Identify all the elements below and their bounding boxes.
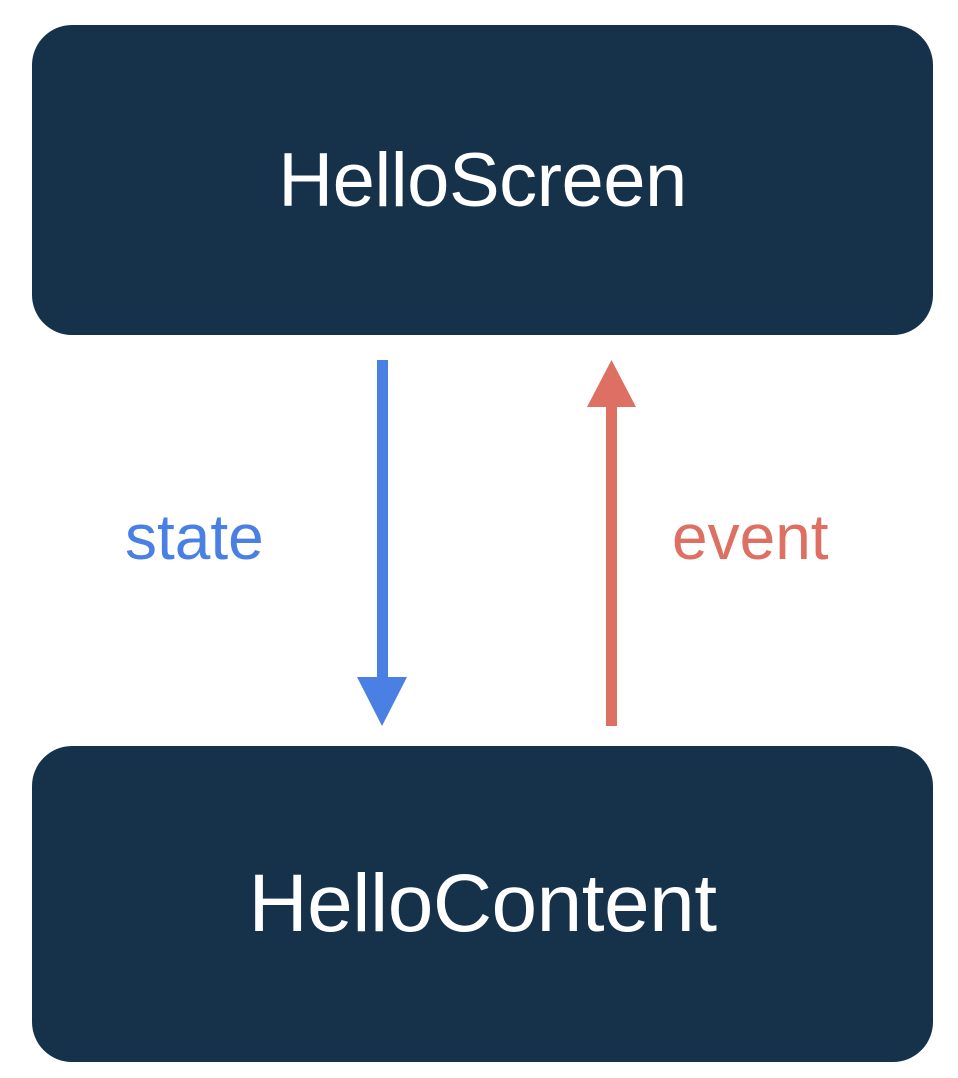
- node-hello-screen[interactable]: HelloScreen: [32, 25, 933, 335]
- node-hello-content[interactable]: HelloContent: [32, 746, 933, 1062]
- arrow-down-icon: [357, 360, 407, 726]
- edge-label-event: event: [672, 501, 829, 573]
- node-hello-content-label: HelloContent: [248, 858, 717, 949]
- edge-label-state: state: [125, 501, 264, 573]
- node-hello-screen-label: HelloScreen: [278, 137, 687, 223]
- arrow-up-icon: [587, 360, 636, 726]
